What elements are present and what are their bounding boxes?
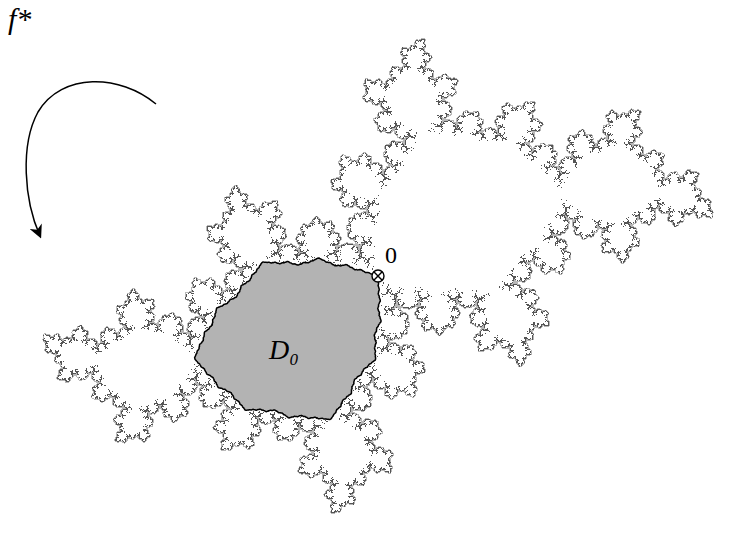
map-arrow [26, 82, 156, 236]
point-label: 0 [385, 242, 397, 269]
siegel-disk-region [195, 258, 381, 420]
region-name: D₀ [269, 334, 299, 366]
point-cross [374, 272, 382, 280]
julia-boundary [43, 39, 713, 513]
fractal-group [42, 38, 714, 514]
map-name: f* [8, 2, 31, 36]
region-node: D₀ [263, 330, 305, 370]
julia-boundary-soft [42, 38, 714, 514]
critical-point-marker [372, 270, 384, 282]
point-circle [372, 270, 384, 282]
